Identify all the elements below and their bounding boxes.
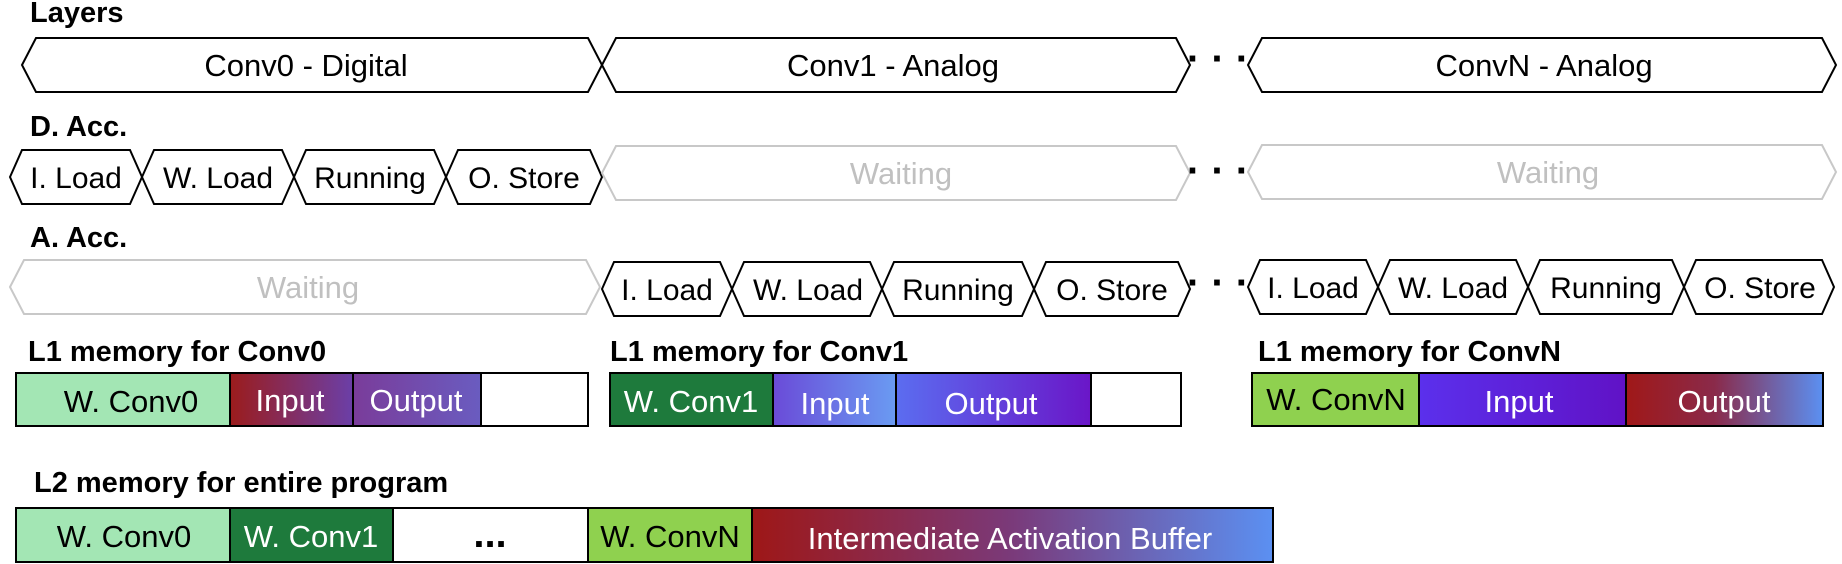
d-acc-ellipsis: · · · [1187,149,1249,193]
l1-conv1-output-cell [895,372,1092,427]
a-acc-stage-label: I. Load [1267,272,1359,305]
a-acc-conv1-stage-running: Running [880,261,1036,317]
l1-conv1-weights-label: W. Conv1 [624,384,758,419]
d-acc-heading: D. Acc. [30,111,127,143]
layer-conv1-label: Conv1 - Analog [787,48,999,83]
l2-weights-conv1-label: W. Conv1 [244,519,378,554]
d-acc-stage-w-load: W. Load [140,149,296,205]
l1-conv1-heading: L1 memory for Conv1 [610,336,908,368]
layer-convn-label: ConvN - Analog [1435,48,1652,83]
d-acc-waiting-conv1: Waiting [600,145,1192,201]
a-acc-heading: A. Acc. [30,222,127,254]
l2-heading: L2 memory for entire program [34,467,448,499]
l1-conv0-weights-label: W. Conv0 [64,384,198,419]
d-acc-stage-label: O. Store [468,162,580,195]
l2-weights-conv0-cell [15,507,231,563]
layer-conv0: Conv0 - Digital [20,37,604,93]
a-acc-conv1-stage-w-load: W. Load [730,261,884,317]
layers-heading: Layers [30,0,124,29]
l1-convn-input-cell [1418,372,1627,427]
a-acc-stage-label: O. Store [1704,272,1816,305]
a-acc-stage-label: Running [1550,272,1662,305]
d-acc-waiting-label: Waiting [850,156,952,191]
l1-conv0-input-label: Input [256,383,325,418]
d-acc-stage-label: W. Load [163,162,273,195]
d-acc-stage-i-load: I. Load [8,149,144,205]
l1-conv1-memory: W. Conv1 Input Output [609,372,1182,427]
l1-convn-weights-cell [1251,372,1420,427]
a-acc-conv1-stage-i-load: I. Load [600,261,734,317]
a-acc-ellipsis: · · · [1187,261,1249,305]
l1-conv1-free-cell [1090,372,1182,427]
l1-convn-heading: L1 memory for ConvN [1258,336,1561,368]
d-acc-stage-running: Running [292,149,448,205]
a-acc-convn-stage-o-store: O. Store [1682,259,1836,315]
l1-conv1-input-label: Input [801,386,870,421]
l1-conv0-output-label: Output [369,383,462,418]
a-acc-conv1-stage-o-store: O. Store [1032,261,1192,317]
l1-conv0-input-cell [229,372,354,427]
l1-convn-input-label: Input [1485,384,1554,419]
l1-conv0-memory: W. Conv0 Input Output [15,372,589,427]
l1-conv1-output-label: Output [944,386,1037,421]
a-acc-waiting-conv0: Waiting [8,259,602,315]
layer-convn: ConvN - Analog [1246,37,1838,93]
d-acc-stage-label: I. Load [30,162,122,195]
l1-convn-output-cell [1625,372,1824,427]
a-acc-convn-stage-running: Running [1526,259,1686,315]
a-acc-stage-label: O. Store [1056,274,1168,307]
l1-convn-output-label: Output [1677,384,1770,419]
a-acc-waiting-label: Waiting [257,270,359,305]
l1-conv0-free-cell [480,372,589,427]
l2-ellipsis-cell [392,507,589,563]
l2-memory: W. Conv0 W. Conv1 ... W. ConvN Intermedi… [15,507,1274,563]
l2-weights-convn-label: W. ConvN [600,519,740,554]
d-acc-stage-label: Running [314,162,426,195]
d-acc-waiting-label: Waiting [1497,155,1599,190]
d-acc-waiting-convn: Waiting [1246,144,1838,200]
layers-ellipsis: · · · [1187,37,1249,81]
a-acc-stage-label: I. Load [621,274,713,307]
a-acc-stage-label: W. Load [753,274,863,307]
l1-conv0-heading: L1 memory for Conv0 [28,336,326,368]
l2-weights-conv0-label: W. Conv0 [57,519,191,554]
l2-activation-buffer-cell [751,507,1274,563]
l2-weights-convn-cell [587,507,753,563]
a-acc-stage-label: Running [902,274,1014,307]
l1-convn-memory: W. ConvN Input Output [1251,372,1824,427]
layer-conv0-label: Conv0 - Digital [204,48,407,83]
d-acc-stage-o-store: O. Store [444,149,604,205]
l1-conv0-weights-cell [15,372,231,427]
l2-ellipsis: ... [473,512,506,556]
l2-activation-buffer-label: Intermediate Activation Buffer [808,521,1212,556]
l1-convn-weights-label: W. ConvN [1266,382,1406,417]
a-acc-convn-stage-i-load: I. Load [1246,259,1380,315]
l1-conv1-weights-cell [609,372,774,427]
a-acc-convn-stage-w-load: W. Load [1376,259,1530,315]
a-acc-stage-label: W. Load [1398,272,1508,305]
layer-conv1: Conv1 - Analog [600,37,1192,93]
